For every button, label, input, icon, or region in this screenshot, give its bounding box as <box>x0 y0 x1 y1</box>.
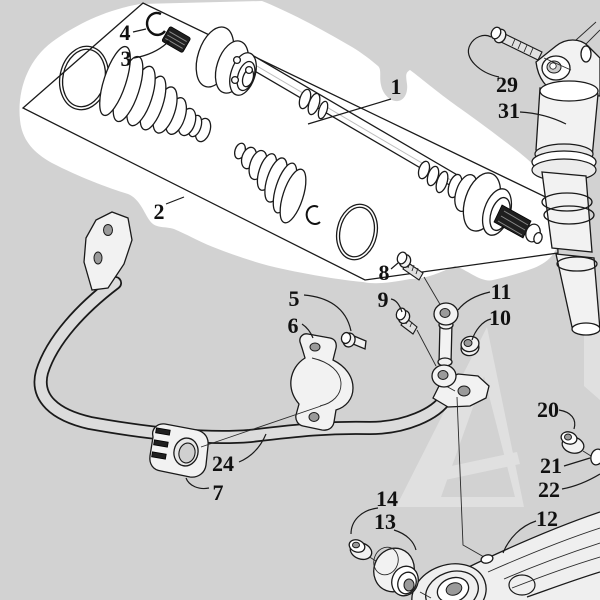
snap-ring <box>145 11 166 36</box>
callout-24: 24 <box>212 451 234 476</box>
callout-13: 13 <box>374 509 396 534</box>
frame-pivot-bushing <box>560 431 592 457</box>
shock-absorber <box>531 21 600 336</box>
outer-spline-shaft <box>493 204 532 239</box>
arm-pivot-bushing <box>373 546 432 599</box>
cv-boot-right <box>233 142 307 224</box>
callout-21: 21 <box>540 453 562 478</box>
callout-7: 7 <box>213 480 224 505</box>
callout-20: 20 <box>537 397 559 422</box>
link-nut <box>460 335 480 357</box>
callout-1: 1 <box>391 74 402 99</box>
callout-5: 5 <box>289 286 300 311</box>
callout-31: 31 <box>498 98 520 123</box>
sway-bar-bracket <box>290 333 354 431</box>
cv-joint-inner <box>161 26 257 96</box>
shock-mount-bolt <box>490 26 572 71</box>
callout-2: 2 <box>154 199 165 224</box>
boot-clamp-ring-large-right <box>335 203 379 261</box>
callout-4: 4 <box>120 20 131 45</box>
bracket-bolt <box>340 331 367 350</box>
callout-8: 8 <box>379 260 390 285</box>
lower-control-arm <box>411 511 600 600</box>
sway-bar-bushing-clamp <box>149 405 322 478</box>
cv-joint-outer <box>447 172 543 245</box>
callout-10: 10 <box>489 305 511 330</box>
small-c-clip <box>305 205 321 225</box>
callout-22: 22 <box>538 477 560 502</box>
frame-pivot-washer <box>590 448 600 466</box>
callout-12: 12 <box>536 506 558 531</box>
callout-9: 9 <box>378 287 389 312</box>
link-bolt-upper <box>396 251 424 281</box>
link-body <box>431 302 459 388</box>
callouts: 1 2 3 4 5 6 7 8 9 10 11 12 13 14 20 21 2… <box>120 20 563 534</box>
callout-11: 11 <box>491 279 512 304</box>
leader-lines <box>132 28 600 554</box>
link-bolt-lower <box>395 307 418 335</box>
callout-3: 3 <box>121 46 132 71</box>
cv-boot-left <box>99 45 212 143</box>
sway-bar-end-upper <box>83 211 133 291</box>
stabilizer-link <box>395 251 485 558</box>
arm-bushing-eye <box>411 563 487 600</box>
callout-29: 29 <box>496 72 518 97</box>
callout-6: 6 <box>288 313 299 338</box>
callout-14: 14 <box>376 486 398 511</box>
cv-axle-assembly <box>58 11 543 261</box>
stub-spline-shaft <box>161 26 191 53</box>
